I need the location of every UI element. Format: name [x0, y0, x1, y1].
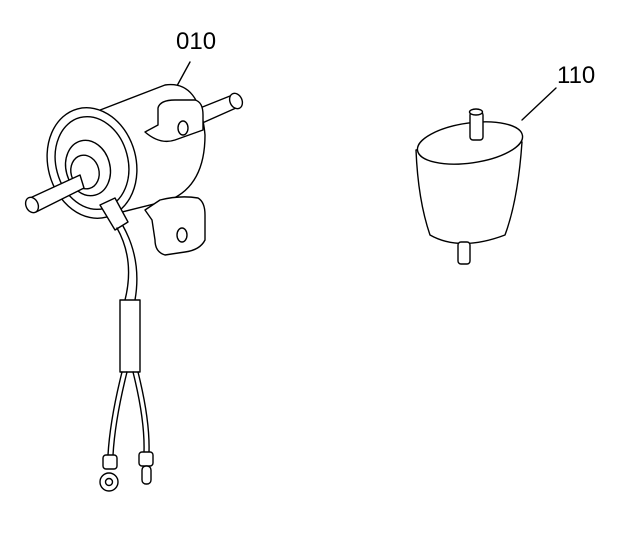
leader-line-110 — [521, 87, 557, 121]
fuel-filter — [415, 87, 557, 265]
fuel-pump — [24, 61, 244, 492]
callout-label-010: 010 — [176, 28, 217, 55]
callout-label-110: 110 — [557, 62, 596, 89]
